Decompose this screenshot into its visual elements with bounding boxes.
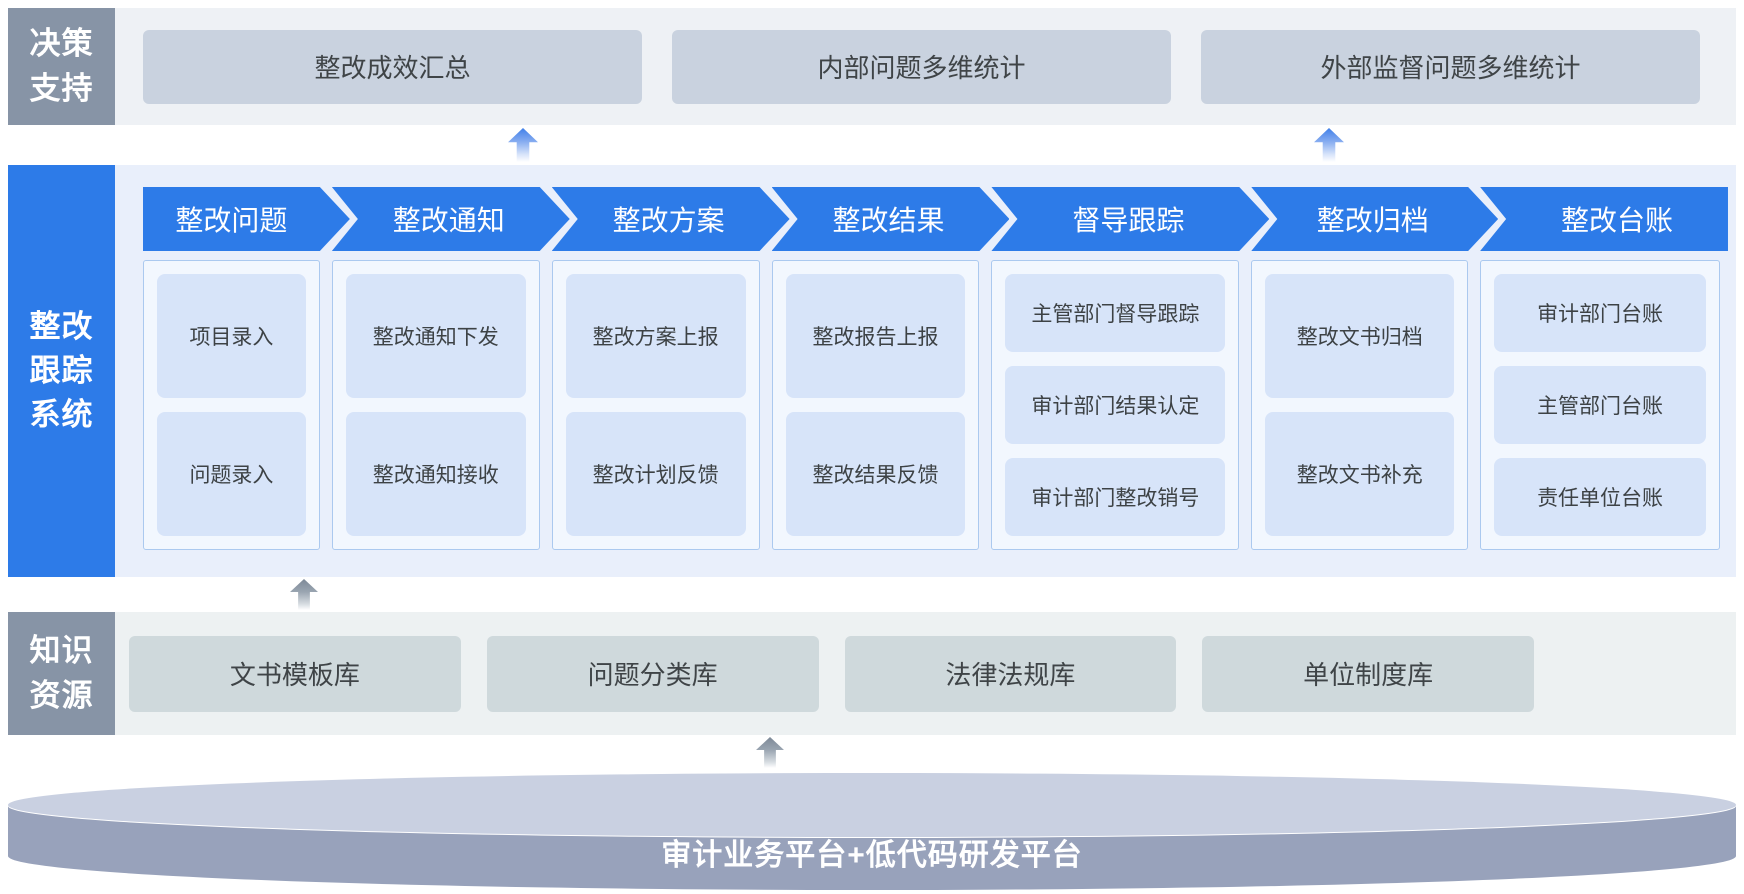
rectification-effect-summary-box: 整改成效汇总: [143, 29, 642, 104]
flow-panel: 项目录入 问题录入: [143, 260, 320, 550]
flow-step-header: 整改结果: [772, 187, 1010, 251]
flow-panel: 整改报告上报 整改结果反馈: [771, 260, 980, 550]
platform-title: 审计业务平台+低代码研发平台: [661, 839, 1083, 872]
flow-column-notice: 整改通知 整改通知下发 整改通知接收: [331, 187, 540, 550]
flow-step-header: 整改通知: [332, 187, 570, 251]
internal-issue-statistics-box: 内部问题多维统计: [672, 29, 1171, 104]
module-cell: 整改方案上报: [565, 274, 746, 398]
laws-regulations-library-box: 法律法规库: [844, 635, 1177, 712]
module-cell: 问题录入: [157, 412, 306, 536]
unit-rules-library-box: 单位制度库: [1202, 635, 1534, 712]
process-flow: 整改问题 项目录入 问题录入 整改通知 整改通知下发 整改通知接收 整改方案: [143, 187, 1728, 550]
rectification-system-band: 整改 跟踪 系统 整改问题 项目录入 问题录入 整改通知 整改通知下发 整改通知…: [8, 165, 1736, 577]
module-cell: 审计部门整改销号: [1005, 458, 1226, 536]
up-arrow-icon: [290, 579, 318, 610]
label-line: 整改: [29, 308, 94, 344]
flow-step-header: 整改问题: [143, 187, 350, 251]
flow-column-ledger: 整改台账 审计部门台账 主管部门台账 责任单位台账: [1480, 187, 1728, 550]
rectification-system-label: 整改 跟踪 系统: [8, 165, 115, 577]
flow-panel: 审计部门台账 主管部门台账 责任单位台账: [1480, 260, 1720, 550]
knowledge-resources-body: 文书模板库 问题分类库 法律法规库 单位制度库: [115, 612, 1736, 735]
module-cell: 整改文书归档: [1265, 274, 1455, 398]
knowledge-resources-label: 知识 资源: [8, 612, 115, 735]
gap-platform-knowledge: [8, 735, 1736, 772]
gap-decision-flow: [8, 125, 1736, 165]
module-cell: 整改计划反馈: [565, 412, 746, 536]
module-cell: 整改通知下发: [345, 274, 526, 398]
label-line: 系统: [29, 397, 94, 432]
module-cell: 责任单位台账: [1494, 458, 1706, 536]
module-cell: 审计部门台账: [1494, 274, 1706, 352]
flow-panel: 整改文书归档 整改文书补充: [1251, 260, 1469, 550]
decision-support-band: 决策 支持 整改成效汇总 内部问题多维统计 外部监督问题多维统计: [8, 8, 1736, 125]
label-line: 知识: [29, 633, 94, 669]
flow-step-header: 整改台账: [1480, 187, 1728, 251]
decision-support-body: 整改成效汇总 内部问题多维统计 外部监督问题多维统计: [115, 8, 1736, 125]
gap-knowledge-flow: [8, 577, 1736, 612]
up-arrow-icon: [756, 737, 784, 768]
module-cell: 整改结果反馈: [785, 412, 966, 536]
up-arrow-icon: [1314, 128, 1344, 162]
flow-panel: 整改通知下发 整改通知接收: [331, 260, 540, 550]
document-template-library-box: 文书模板库: [129, 635, 461, 712]
decision-support-label: 决策 支持: [8, 8, 115, 125]
label-line: 跟踪: [29, 352, 94, 388]
module-cell: 项目录入: [157, 274, 306, 398]
flow-panel: 整改方案上报 整改计划反馈: [551, 260, 760, 550]
flow-step-header: 督导跟踪: [991, 187, 1269, 251]
up-arrow-icon: [508, 128, 538, 162]
cylinder-shape: [8, 773, 1736, 890]
module-cell: 整改文书补充: [1265, 412, 1455, 536]
flow-step-header: 整改方案: [552, 187, 790, 251]
module-cell: 主管部门台账: [1494, 366, 1706, 444]
label-line: 支持: [29, 70, 94, 106]
issue-classification-library-box: 问题分类库: [486, 635, 819, 712]
flow-panel: 主管部门督导跟踪 审计部门结果认定 审计部门整改销号: [991, 260, 1240, 550]
module-cell: 整改通知接收: [345, 412, 526, 536]
module-cell: 审计部门结果认定: [1005, 366, 1226, 444]
module-cell: 主管部门督导跟踪: [1005, 274, 1226, 352]
label-line: 决策: [29, 26, 94, 62]
module-cell: 整改报告上报: [785, 274, 966, 398]
flow-column-supervision: 督导跟踪 主管部门督导跟踪 审计部门结果认定 审计部门整改销号: [991, 187, 1239, 550]
flow-column-archive: 整改归档 整改文书归档 整改文书补充: [1251, 187, 1468, 550]
base-platform: 审计业务平台+低代码研发平台: [8, 772, 1736, 894]
rectification-system-body: 整改问题 项目录入 问题录入 整改通知 整改通知下发 整改通知接收 整改方案: [115, 165, 1736, 577]
flow-column-problem: 整改问题 项目录入 问题录入: [143, 187, 320, 550]
label-line: 资源: [29, 677, 94, 713]
flow-step-header: 整改归档: [1251, 187, 1498, 251]
knowledge-resources-band: 知识 资源 文书模板库 问题分类库 法律法规库 单位制度库: [8, 612, 1736, 735]
external-supervision-statistics-box: 外部监督问题多维统计: [1201, 29, 1700, 104]
flow-column-plan: 整改方案 整改方案上报 整改计划反馈: [551, 187, 760, 550]
flow-column-result: 整改结果 整改报告上报 整改结果反馈: [771, 187, 980, 550]
